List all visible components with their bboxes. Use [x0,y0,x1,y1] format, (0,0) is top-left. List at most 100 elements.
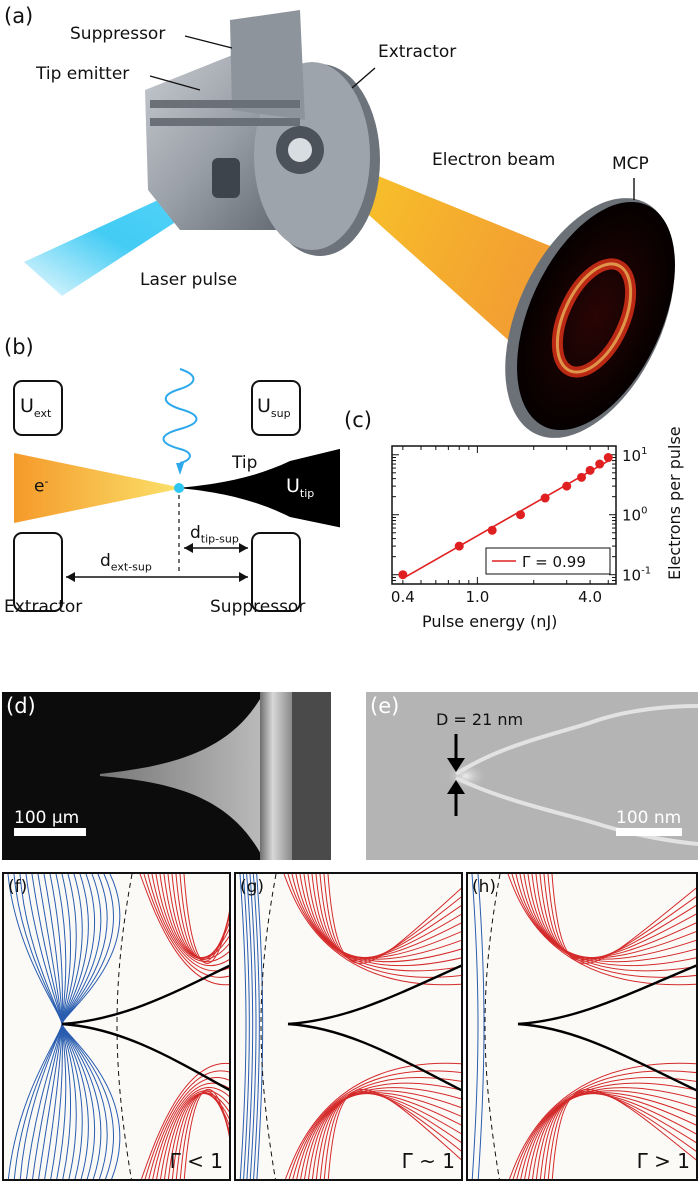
y-axis-title: Electrons per pulse [665,426,684,580]
y-tick-label: 100 [622,506,647,525]
gamma-h: Γ > 1 [636,1149,690,1173]
gamma-f: Γ < 1 [169,1149,223,1173]
laser-spot [174,483,184,493]
field-line-red [516,1077,696,1179]
field-line-blue [25,874,63,1179]
field-line-red [151,874,229,967]
field-line-red [512,1070,696,1179]
x-tick-label: 1.0 [465,588,489,606]
diameter-label: D = 21 nm [436,710,524,729]
field-line-red [139,874,229,986]
field-line-red [547,874,696,962]
electron-beam-label: Electron beam [432,150,556,170]
scale-text-d: 100 µm [14,808,80,828]
extractor-bottom-electrode [13,532,63,612]
field-line-red [164,1092,229,1179]
field-line-red [140,1063,229,1179]
field-line-red [315,1092,461,1179]
field-line-red [327,874,461,964]
d-tip-sup-label: dtip-sup [190,523,239,546]
tip-contour-bottom [517,1022,696,1092]
field-line-red [163,874,229,959]
data-point [603,453,613,463]
u-sup-label: Usup [257,395,291,420]
field-line-red [288,1070,461,1179]
field-line-red [144,1070,229,1179]
field-line-blue [242,874,250,1179]
field-line-red [327,1088,461,1179]
tip-contour-top [517,964,696,1026]
legend-label: Γ = 0.99 [522,553,586,571]
field-line-red [551,1088,696,1179]
field-line-red [323,874,461,962]
data-point [562,481,572,491]
field-line-red [303,874,461,960]
field-line-red [159,874,229,960]
field-line-red [183,1088,229,1179]
field-line-blue [19,874,63,1179]
data-point [585,465,595,475]
extractor-arrow [351,67,376,89]
field-line-red [535,874,696,959]
tip-contour-top [61,964,229,1026]
field-line-red [315,874,461,959]
suppressor-arrow [184,35,233,49]
x-axis-title: Pulse energy (nJ) [422,612,558,631]
field-line-red [311,874,461,958]
panel-b-label: (b) [4,335,34,359]
field-line-red [527,874,696,960]
panel-f-label: (f) [8,877,28,897]
scale-bar-d [14,828,86,836]
field-line-blue [37,874,63,1179]
separatrix [116,874,133,1179]
field-line-blue [256,874,264,1179]
gamma-g: Γ ~ 1 [401,1149,455,1173]
u-ext-label: Uext [20,395,52,420]
field-line-red [160,1090,229,1179]
suppressor-label: Suppressor [70,24,166,44]
sem-image-d: (d) 100 µm [2,692,331,860]
tip-contour-bottom [287,1022,461,1092]
field-line-red [292,1077,461,1179]
field-line-red [319,1092,461,1179]
laser-arrowhead [176,463,184,475]
extractor-top-electrode [13,380,63,436]
field-line-blue [471,874,479,1179]
field-line-red [531,874,696,959]
sem-image-e: (e) D = 21 nm 100 nm [366,692,698,860]
field-line-red [319,874,461,960]
separatrix [484,874,501,1179]
panel-a-label: (a) [4,4,34,28]
data-point [516,510,526,520]
data-point [540,493,550,503]
field-line-blue [246,874,254,1179]
suppressor-bottom-label: Suppressor [210,597,306,617]
tip-contour-top [287,964,461,1026]
scale-text-e: 100 nm [616,808,682,828]
scale-bar-e [616,828,682,836]
field-line-red [532,1092,696,1179]
field-line-red [551,874,696,964]
data-point [454,541,464,551]
field-line-red [535,1093,696,1179]
mcp-detector [505,198,675,438]
u-tip-label: Utip [286,475,315,500]
field-line-blue [249,874,257,1179]
suppressor-top-electrode [251,380,301,436]
laser-pulse-label: Laser pulse [140,270,238,290]
field-line-blue [239,874,247,1179]
extractor-label: Extractor [378,42,457,62]
electron-label: e- [34,475,49,497]
panel-b: (b) Uext Usup Tip Utip e- dtip-sup dext-… [0,335,340,635]
field-line-red [183,874,229,964]
mcp-label: MCP [612,154,649,174]
field-line-red [507,874,696,986]
d-ext-sup-label: dext-sup [100,551,152,574]
panel-d-label: (d) [6,694,36,718]
tip-edge-top-e [454,704,698,776]
field-line-red [547,1090,696,1179]
field-line-blue [477,874,485,1179]
laser-wave [162,368,198,464]
wire-sem-d [260,692,292,860]
tip-shape [178,448,340,528]
